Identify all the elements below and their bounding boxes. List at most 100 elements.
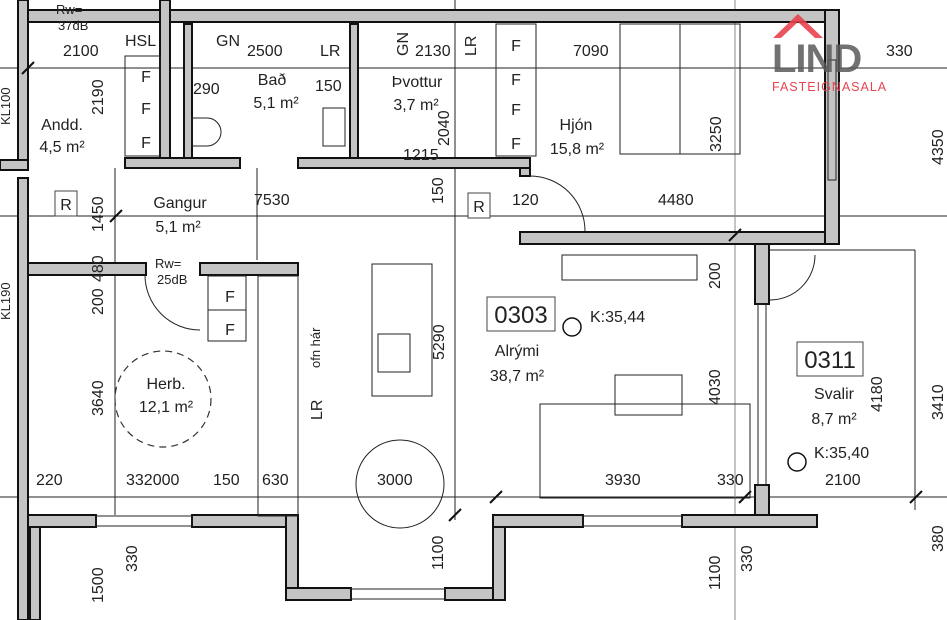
label-kl: KL100 [0,87,13,125]
label-rw: Rw= [155,256,181,271]
room-name-hjon: Hjón [560,117,593,134]
room-area-andd: 4,5 m² [39,139,85,156]
dimension: 1100 [707,555,724,590]
dimension: 330 [124,545,141,572]
label-r: R [60,197,72,214]
dimension: 3930 [605,472,641,489]
label-f: F [511,38,521,55]
room-area-hjon: 15,8 m² [550,141,605,158]
label-f: F [225,322,235,339]
dimension: 330 [717,472,744,489]
label-rw-db: 37dB [58,18,88,33]
dimension: 2130 [415,43,451,60]
dimension: 2100 [63,43,99,60]
wardrobe-andd [124,55,161,157]
dimension: 4030 [707,369,724,405]
label-f: F [511,102,521,119]
misc-labels: HSL GN LR GN LR LR ofn hár Rw= 37dB Rw= … [0,2,521,420]
label-gn: GN [395,32,412,56]
room-area-alrymi: 38,7 m² [490,368,545,385]
label-f: F [225,289,235,306]
door-swing [529,175,586,232]
logo-subtitle: FASTEIGNASALA [772,80,887,94]
level-svalir: K:35,40 [814,445,869,462]
label-lr: LR [320,43,340,60]
room-labels: Andd. 4,5 m² Bað 5,1 m² Þvottur 3,7 m² H… [39,72,869,472]
tv-unit [561,254,698,281]
label-gn: GN [216,33,240,50]
dimension: 1100 [430,535,447,570]
furniture [114,23,816,529]
room-area-herb: 12,1 m² [139,399,194,416]
sofa [539,403,751,499]
dimension: 1450 [90,196,107,232]
room-area-bad: 5,1 m² [253,95,299,112]
dimension: 630 [262,472,289,489]
dimension: 380 [930,525,947,552]
room-name-bad: Bað [258,72,287,89]
dimension: 150 [315,78,342,95]
dimension: 480 [90,255,107,282]
dimension: 200 [90,288,107,315]
door-swing [769,254,816,301]
label-rw-db: 25dB [157,272,187,287]
dimension: 3000 [377,472,413,489]
dimension: 330 [886,43,913,60]
dimension: 4180 [869,376,886,412]
wardrobe-labels: F F F F F F F F F [141,38,521,339]
level-marker-icon [562,317,582,337]
toilet-icon [191,117,222,147]
dimension-texts: 2100 2500 2130 7090 330 2190 290 150 204… [36,43,947,603]
dimension: 200 [707,262,724,289]
room-name-andd: Andd. [41,117,83,134]
walls [0,0,840,620]
label-kl: KL190 [0,282,13,320]
dimension: 3410 [930,384,947,420]
wardrobe-hjon [495,23,537,157]
dimension: 4350 [930,129,947,165]
room-id-alrymi: 0303 [494,302,547,329]
dimension: 4480 [658,192,694,209]
dimension: 1215 [403,147,439,164]
room-name-gangur: Gangur [153,195,207,212]
radiator-box [54,190,78,217]
dimension: 120 [512,192,539,209]
logo-wordmark: LIND [772,37,861,81]
dimension: 2190 [90,79,107,115]
bath-sink [322,107,346,147]
dimension: 332000 [126,472,179,489]
label-ofn: ofn hár [308,327,323,368]
cooktop-icon [377,333,411,373]
dining-table [355,439,445,529]
dimension: 290 [193,81,220,98]
radiator-box [467,192,491,219]
dimension: 220 [36,472,63,489]
dimension: 2040 [436,110,453,146]
door-swing [144,274,201,331]
room-id-box-0311 [796,341,864,377]
label-lr: LR [309,400,326,420]
label-f: F [141,135,151,152]
room-area-svalir: 8,7 m² [811,411,857,428]
label-rw: Rw= [56,2,82,17]
dimension-ticks [21,61,923,522]
level-alrymi: K:35,44 [590,309,645,326]
room-name-alrymi: Alrými [495,343,539,360]
dimension: 2500 [247,43,283,60]
label-f: F [141,69,151,86]
room-area-thvottur: 3,7 m² [393,97,439,114]
room-id-box-0303 [486,296,556,332]
room-name-herb: Herb. [146,376,185,393]
dimension: 1500 [90,567,107,603]
logo-roof-icon [773,14,823,38]
kitchen-island [371,263,433,397]
level-marker-icon [787,452,807,472]
label-f: F [511,72,521,89]
kitchen-cabinets [257,275,299,517]
room-area-gangur: 5,1 m² [155,219,201,236]
dimension: 330 [739,545,756,572]
windows [95,59,916,600]
label-hsl: HSL [125,33,156,50]
